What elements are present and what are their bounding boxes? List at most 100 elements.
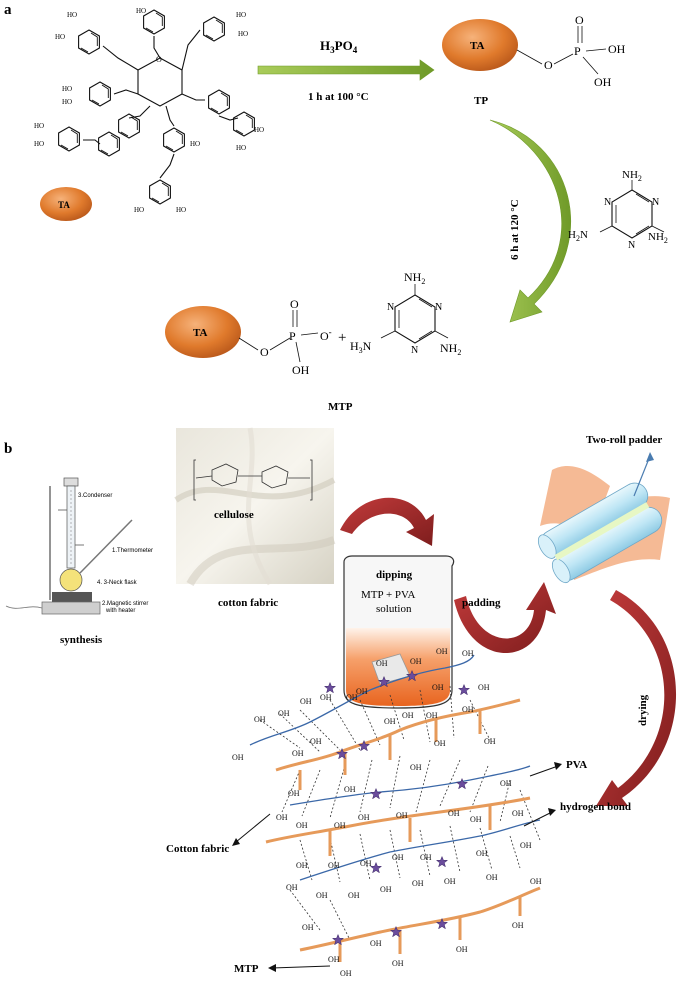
- oh-17: OH: [402, 711, 414, 720]
- oh-19: OH: [462, 705, 474, 714]
- mtp-ta-label: TA: [193, 327, 208, 339]
- melamine-nh2-top: NH2: [622, 169, 642, 183]
- tp-double-o-label: O: [575, 13, 584, 27]
- oh-6: OH: [346, 693, 358, 702]
- apparatus-flask: 4. 3-Neck flask: [97, 580, 138, 586]
- mtp-melamine-n2: N: [435, 302, 442, 313]
- melamine-n3: N: [628, 240, 635, 251]
- reaction-arrow-1: [257, 59, 435, 81]
- panel-b-letter: b: [4, 441, 12, 457]
- oh-35: OH: [296, 861, 308, 870]
- tannic-ho-3: HO: [136, 7, 146, 15]
- oh-13: OH: [478, 683, 490, 692]
- beaker: dipping MTP + PVA solution: [343, 555, 455, 709]
- cotton-fabric-label: cotton fabric: [218, 597, 278, 609]
- tannic-ho-5: HO: [238, 30, 248, 38]
- ta-legend-ball: [40, 187, 92, 221]
- drying-label: drying: [637, 694, 649, 726]
- oh-46: OH: [412, 879, 424, 888]
- tannic-ho-2: HO: [55, 33, 65, 41]
- mtp-ominus-label: O-: [320, 327, 332, 343]
- oh-54: OH: [456, 945, 468, 954]
- tannic-acid-structure: O HO HO HO: [34, 7, 264, 214]
- mtp-oh-label: OH: [292, 363, 310, 377]
- oh-24: OH: [484, 737, 496, 746]
- oh-37: OH: [360, 859, 372, 868]
- mtp-pointer-label: MTP: [234, 963, 259, 975]
- padder-label: Two-roll padder: [586, 434, 662, 446]
- oh-23: OH: [434, 739, 446, 748]
- tp-label: TP: [474, 95, 488, 107]
- melamine-h2n-left: H2N: [568, 229, 588, 243]
- tannic-ho-1: HO: [67, 11, 77, 19]
- mtp-melamine-nh2-top: NH2: [404, 270, 425, 286]
- tannic-ho-10: HO: [254, 126, 264, 134]
- panel-a-letter: a: [4, 2, 12, 18]
- hbond-pointer-label: hydrogen bond: [560, 801, 631, 813]
- oh-29: OH: [334, 821, 346, 830]
- tp-p-label: P: [574, 44, 581, 58]
- hydrogen-bond-network: OH OH OH OH OH OH OH OH OH OH OH OH OH O…: [232, 647, 542, 978]
- oh-26: OH: [512, 809, 524, 818]
- synthesis-apparatus: 3.Condenser 1.Thermometer 4. 3-Neck flas…: [5, 477, 153, 615]
- oh-18: OH: [426, 711, 438, 720]
- oh-28: OH: [296, 821, 308, 830]
- tp-ta-ball: [442, 19, 518, 71]
- oh-52: OH: [340, 969, 352, 978]
- oh-25: OH: [500, 779, 512, 788]
- arrow-drying: [596, 590, 677, 806]
- tannic-ho-11: HO: [236, 144, 246, 152]
- oh-4: OH: [300, 697, 312, 706]
- tannic-ho-14: HO: [190, 140, 200, 148]
- oh-44: OH: [348, 891, 360, 900]
- oh-2: OH: [254, 715, 266, 724]
- oh-42: OH: [286, 883, 298, 892]
- mtp-melamine: N N N NH2 H3N NH2: [350, 270, 461, 357]
- reagent-label: H3PO4: [320, 38, 358, 55]
- apparatus-stirrer-1: 2.Magnetic stirrer: [102, 601, 148, 607]
- mtp-double-o-label: O: [290, 297, 299, 311]
- oh-8: OH: [376, 659, 388, 668]
- oh-27: OH: [276, 813, 288, 822]
- tp-oh-bottom-label: OH: [594, 75, 612, 89]
- oh-32: OH: [448, 809, 460, 818]
- oh-22: OH: [410, 763, 422, 772]
- tp-ta-label: TA: [470, 40, 485, 52]
- mtp-ta-ball: [165, 306, 241, 358]
- oh-34: OH: [520, 841, 532, 850]
- tannic-ho-4: HO: [236, 11, 246, 19]
- padding-label: padding: [462, 597, 501, 609]
- melamine-n1: N: [604, 197, 611, 208]
- tannic-ho-7: HO: [62, 98, 72, 106]
- mtp-melamine-nh2-right: NH2: [440, 341, 461, 357]
- oh-10: OH: [436, 647, 448, 656]
- oh-21: OH: [344, 785, 356, 794]
- oh-49: OH: [302, 923, 314, 932]
- mtp-o-label: O: [260, 345, 269, 359]
- oh-9: OH: [410, 657, 422, 666]
- solution-line-2: solution: [376, 603, 412, 615]
- oh-1: OH: [232, 753, 244, 762]
- hydrogen-bonds: [259, 685, 541, 941]
- ta-legend-label: TA: [58, 200, 70, 210]
- two-roll-padder: [537, 452, 670, 584]
- melamine-structure: N N N NH2 H2N NH2: [568, 169, 668, 251]
- tp-o-label: O: [544, 58, 553, 72]
- oh-5: OH: [320, 693, 332, 702]
- oh-15: OH: [310, 737, 322, 746]
- oh-50: OH: [370, 939, 382, 948]
- arrow-to-padding: [454, 582, 556, 654]
- tannic-ho-12: HO: [134, 206, 144, 214]
- condition-1-label: 1 h at 100 °C: [308, 91, 369, 103]
- oh-20: OH: [288, 789, 300, 798]
- panel-b: b 3.Condenser 1.Thermometer 4. 3-Neck fl…: [4, 427, 677, 978]
- melamine-nh2-right: NH2: [648, 231, 668, 245]
- oh-31: OH: [396, 811, 408, 820]
- oh-53: OH: [392, 959, 404, 968]
- oh-51: OH: [328, 955, 340, 964]
- oh-39: OH: [420, 853, 432, 862]
- melamine-n2: N: [652, 197, 659, 208]
- reaction-arrow-2: [489, 119, 571, 323]
- mtp-label: MTP: [328, 401, 353, 413]
- oh-36: OH: [328, 861, 340, 870]
